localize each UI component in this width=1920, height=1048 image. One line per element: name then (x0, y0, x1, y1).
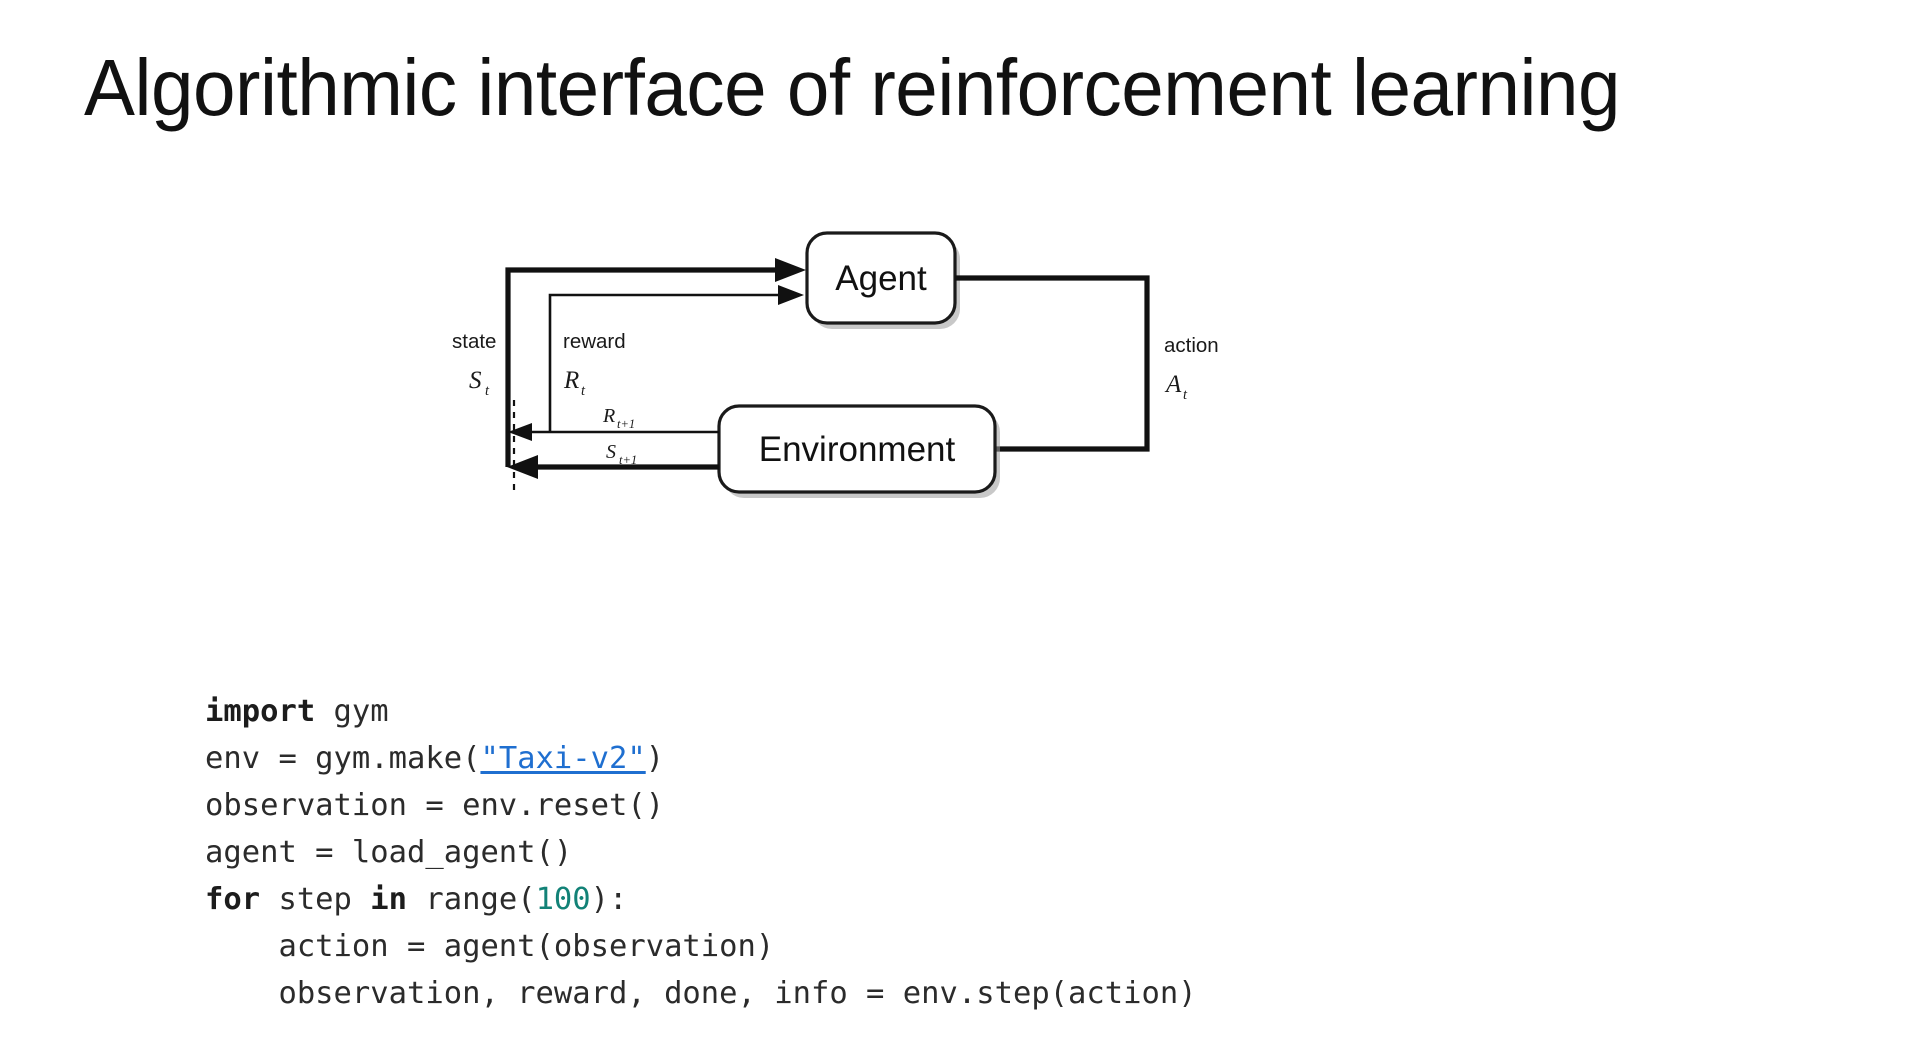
node-environment-label: Environment (759, 430, 956, 469)
code-keyword: for (205, 882, 261, 917)
code-keyword: in (370, 882, 408, 917)
label-action-word: action (1164, 334, 1219, 357)
code-string-link[interactable]: "Taxi-v2" (480, 741, 646, 776)
label-reward-symbol: R (563, 367, 579, 394)
code-line: import gym (205, 688, 1197, 735)
edge-state-next (507, 455, 719, 479)
label-reward: reward R t (563, 330, 626, 399)
code-text: step (260, 882, 371, 917)
rl-interaction-diagram: Agent Environment (380, 200, 1219, 530)
code-text: agent = load_agent() (205, 835, 573, 870)
label-state-word: state (452, 330, 496, 353)
code-text: gym (315, 694, 389, 729)
code-text: range( (407, 882, 536, 917)
code-text: ) (645, 741, 665, 776)
label-action: action A t (1164, 334, 1219, 403)
edge-reward-path (548, 285, 804, 432)
label-reward-next-subscript: t+1 (617, 417, 635, 431)
code-line: agent = load_agent() (205, 829, 1197, 876)
label-state-subscript: t (485, 383, 490, 399)
label-state-symbol: S (469, 367, 482, 394)
edge-reward-next (508, 423, 719, 441)
page-title: Algorithmic interface of reinforcement l… (84, 43, 1620, 132)
code-text: ): (590, 882, 628, 917)
label-action-subscript: t (1183, 387, 1188, 403)
label-reward-next-symbol: R (602, 405, 615, 427)
label-state-next: S t+1 (606, 441, 637, 467)
label-state: state S t (452, 330, 496, 399)
node-environment: Environment (717, 404, 1000, 498)
code-text: observation, reward, done, info = env.st… (205, 976, 1197, 1011)
label-reward-word: reward (563, 330, 626, 353)
code-text: observation = env.reset() (205, 788, 665, 823)
node-agent: Agent (805, 231, 960, 329)
code-keyword: import (205, 694, 316, 729)
label-state-next-symbol: S (606, 441, 616, 463)
node-agent-label: Agent (835, 259, 927, 298)
label-reward-next: R t+1 (602, 405, 635, 431)
code-number: 100 (535, 882, 591, 917)
code-line: env = gym.make("Taxi-v2") (205, 735, 1197, 782)
edge-state-path (505, 258, 806, 467)
code-line: observation = env.reset() (205, 782, 1197, 829)
code-line: observation, reward, done, info = env.st… (205, 970, 1197, 1017)
code-text: env = gym.make( (205, 741, 481, 776)
label-state-next-subscript: t+1 (619, 453, 637, 467)
label-action-symbol: A (1164, 371, 1182, 398)
label-reward-subscript: t (581, 383, 586, 399)
code-text: action = agent(observation) (205, 929, 775, 964)
code-line: action = agent(observation) (205, 923, 1197, 970)
code-line: for step in range(100): (205, 876, 1197, 923)
